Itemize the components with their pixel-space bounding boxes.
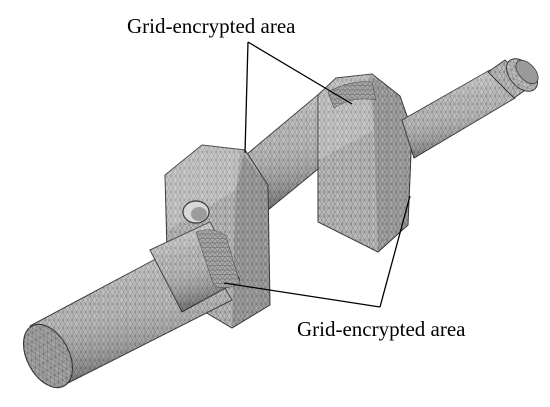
rear-crank-web: [317, 73, 413, 253]
rear-shaft: [401, 58, 539, 159]
top-leader-lines: [244, 41, 353, 154]
bottom-callout-label: Grid-encrypted area: [297, 317, 466, 341]
bottom-leader-lines: [223, 195, 411, 308]
top-callout-label: Grid-encrypted area: [127, 14, 296, 38]
front-shaft: [22, 221, 241, 389]
